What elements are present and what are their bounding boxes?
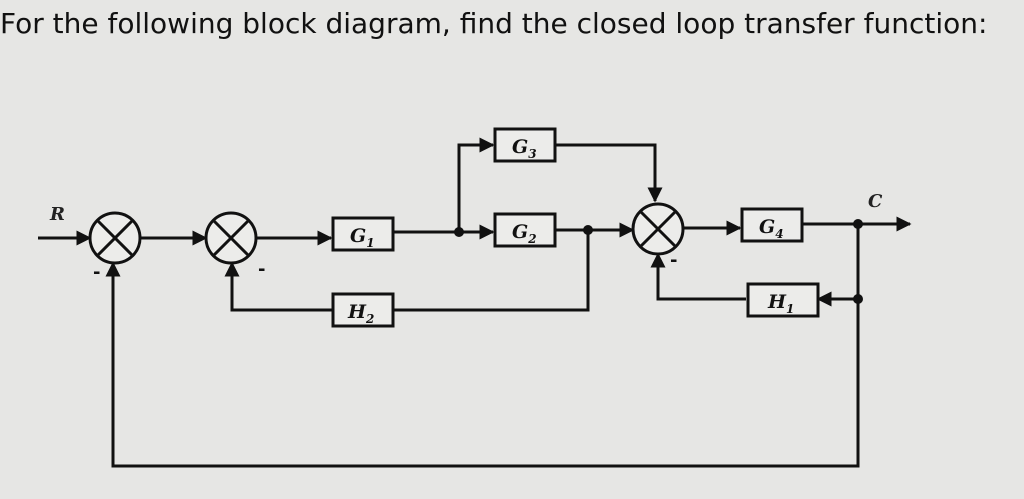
block-g1: G1 — [331, 216, 395, 252]
input-label: R — [49, 204, 65, 225]
svg-text:G2: G2 — [512, 221, 537, 246]
svg-text:G4: G4 — [759, 216, 784, 241]
block-g4: G4 — [740, 207, 804, 243]
outer-feedback-loop — [105, 261, 860, 468]
takeoff-points — [454, 219, 863, 304]
block-g3: G3 — [493, 127, 557, 163]
svg-text:G1: G1 — [350, 225, 375, 250]
sj3-minus-sign: - — [670, 250, 677, 271]
g3-parallel-branch — [457, 137, 663, 232]
output-label: C — [868, 191, 883, 212]
takeoff-point-h2 — [583, 225, 593, 235]
takeoff-point-g3-branch — [454, 227, 464, 237]
summing-junction-3: - — [631, 202, 685, 271]
block-g2: G2 — [493, 212, 557, 248]
forward-path-wires — [38, 216, 912, 246]
sj2-minus-sign: - — [258, 259, 265, 280]
summing-junction-1: - — [88, 211, 142, 283]
block-h1: H1 — [746, 282, 820, 318]
sj1-minus-sign: - — [93, 262, 100, 283]
takeoff-point-h1 — [853, 294, 863, 304]
svg-text:G3: G3 — [512, 136, 537, 161]
h2-feedback-loop — [224, 230, 590, 312]
question-text: For the following block diagram, find th… — [0, 7, 988, 40]
svg-text:H1: H1 — [767, 291, 794, 316]
summing-junction-2: - — [204, 211, 265, 280]
svg-text:H2: H2 — [347, 301, 374, 326]
takeoff-point-output — [853, 219, 863, 229]
block-h2: H2 — [331, 292, 395, 328]
